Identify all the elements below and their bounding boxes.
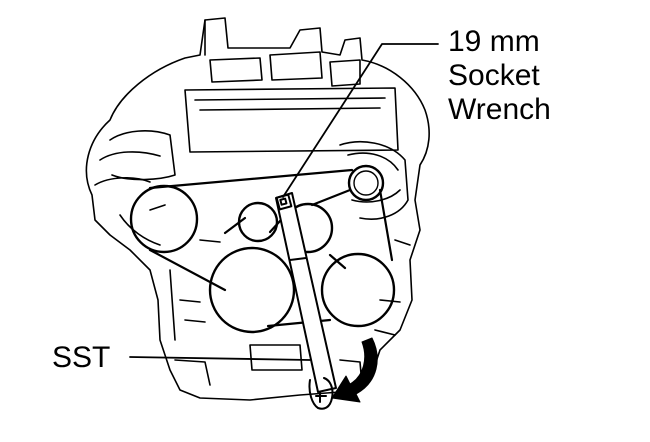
alternator-pulley-inner: [353, 170, 379, 196]
callout-leaders: [129, 43, 439, 361]
sst-callout: SST: [52, 341, 110, 375]
drive-belt: [148, 168, 394, 328]
crankshaft-pulley-main: [208, 246, 296, 334]
socket-wrench-callout-line-2: Socket: [448, 59, 540, 92]
pulleys: [129, 164, 396, 334]
compressor-pulley: [320, 252, 396, 328]
socket-wrench-callout-line-1: 19 mm: [448, 25, 540, 58]
socket-wrench-leader-line: [282, 43, 439, 198]
crankshaft-pulley-left: [129, 184, 199, 254]
socket-wrench-callout-line-3: Wrench: [448, 93, 551, 126]
socket-wrench-icon: [275, 192, 337, 410]
idler-pulley: [237, 201, 279, 243]
sst-leader-line: [129, 356, 311, 361]
engine-block-outline: [85, 17, 430, 401]
sst-callout-text: SST: [52, 341, 111, 374]
clockwise-curved-arrow-icon: [331, 337, 378, 403]
socket-wrench-callout: 19 mm Socket Wrench: [448, 25, 551, 127]
alternator-pulley: [347, 164, 385, 202]
